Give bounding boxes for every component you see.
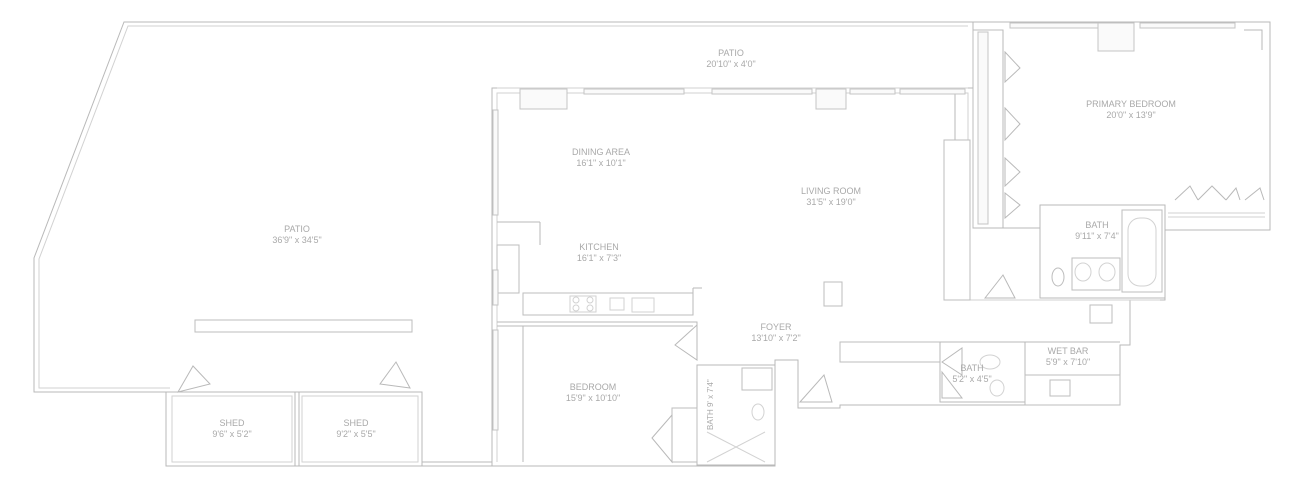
room-dimensions: 9'6" x 5'2" [212,429,252,439]
room-name: LIVING ROOM [800,186,862,196]
room-name: BATH [706,409,715,430]
room-dimensions: 5'9" x 7'10" [1045,357,1091,367]
room-dimensions: 20'0" x 13'9" [1106,110,1156,120]
room-label-shed-left: SHED 9'6" x 5'2" [212,418,251,440]
room-dimensions: 13'10" x 7'2" [751,333,801,343]
doors [651,29,1265,464]
room-name: BATH [1085,220,1109,230]
kitchen-appliances [569,295,655,313]
room-dimensions: 9'11" x 7'4" [1075,231,1119,241]
room-label-primary-bedroom: PRIMARY BEDROOM 20'0" x 13'9" [1086,99,1176,121]
planter-bar [194,319,413,333]
room-label-patio-main: PATIO 36'9" x 34'5" [272,224,321,246]
sheds [165,361,423,467]
room-label-shed-right: SHED 9'2" x 5'5" [336,418,375,440]
room-dimensions: 16'1" x 10'1" [576,158,626,168]
room-label-bath-small: BATH 9' x 7'4" [706,379,715,430]
room-label-wet-bar: WET BAR 5'9" x 7'10" [1046,346,1090,368]
room-dimensions: 15'9" x 10'10" [565,393,621,403]
room-dimensions: 36'9" x 34'5" [272,235,322,245]
room-label-bedroom: BEDROOM 15'9" x 10'10" [566,382,620,404]
room-name: BEDROOM [569,382,617,392]
room-label-kitchen: KITCHEN 16'1" x 7'3" [577,242,621,264]
room-dimensions: 9'2" x 5'5" [336,429,376,439]
room-name: PRIMARY BEDROOM [1086,99,1176,109]
room-name: DINING AREA [571,147,631,157]
room-name: FOYER [760,322,792,332]
room-name: KITCHEN [579,242,619,252]
room-label-dining-area: DINING AREA 16'1" x 10'1" [572,147,630,169]
room-name: WET BAR [1047,346,1089,356]
room-dimensions: 16'1" x 7'3" [576,253,622,263]
room-label-living-room: LIVING ROOM 31'5" x 19'0" [801,186,861,208]
room-name: PATIO [718,48,744,58]
room-label-foyer: FOYER 13'10" x 7'2" [751,322,800,344]
room-name: PATIO [284,224,310,234]
room-name: SHED [343,418,369,428]
windows [492,22,1236,431]
room-label-primary-bath: BATH 9'11" x 7'4" [1075,220,1119,242]
room-name: SHED [219,418,245,428]
room-label-patio-top: PATIO 20'10" x 4'0" [706,48,755,70]
room-dimensions: 9' x 7'4" [706,379,715,408]
room-label-half-bath: BATH 5'2" x 4'5" [952,363,991,385]
room-name: BATH [960,363,984,373]
room-dimensions: 20'10" x 4'0" [706,59,756,69]
room-dimensions: 31'5" x 19'0" [806,197,856,207]
room-dimensions: 5'2" x 4'5" [952,374,992,384]
